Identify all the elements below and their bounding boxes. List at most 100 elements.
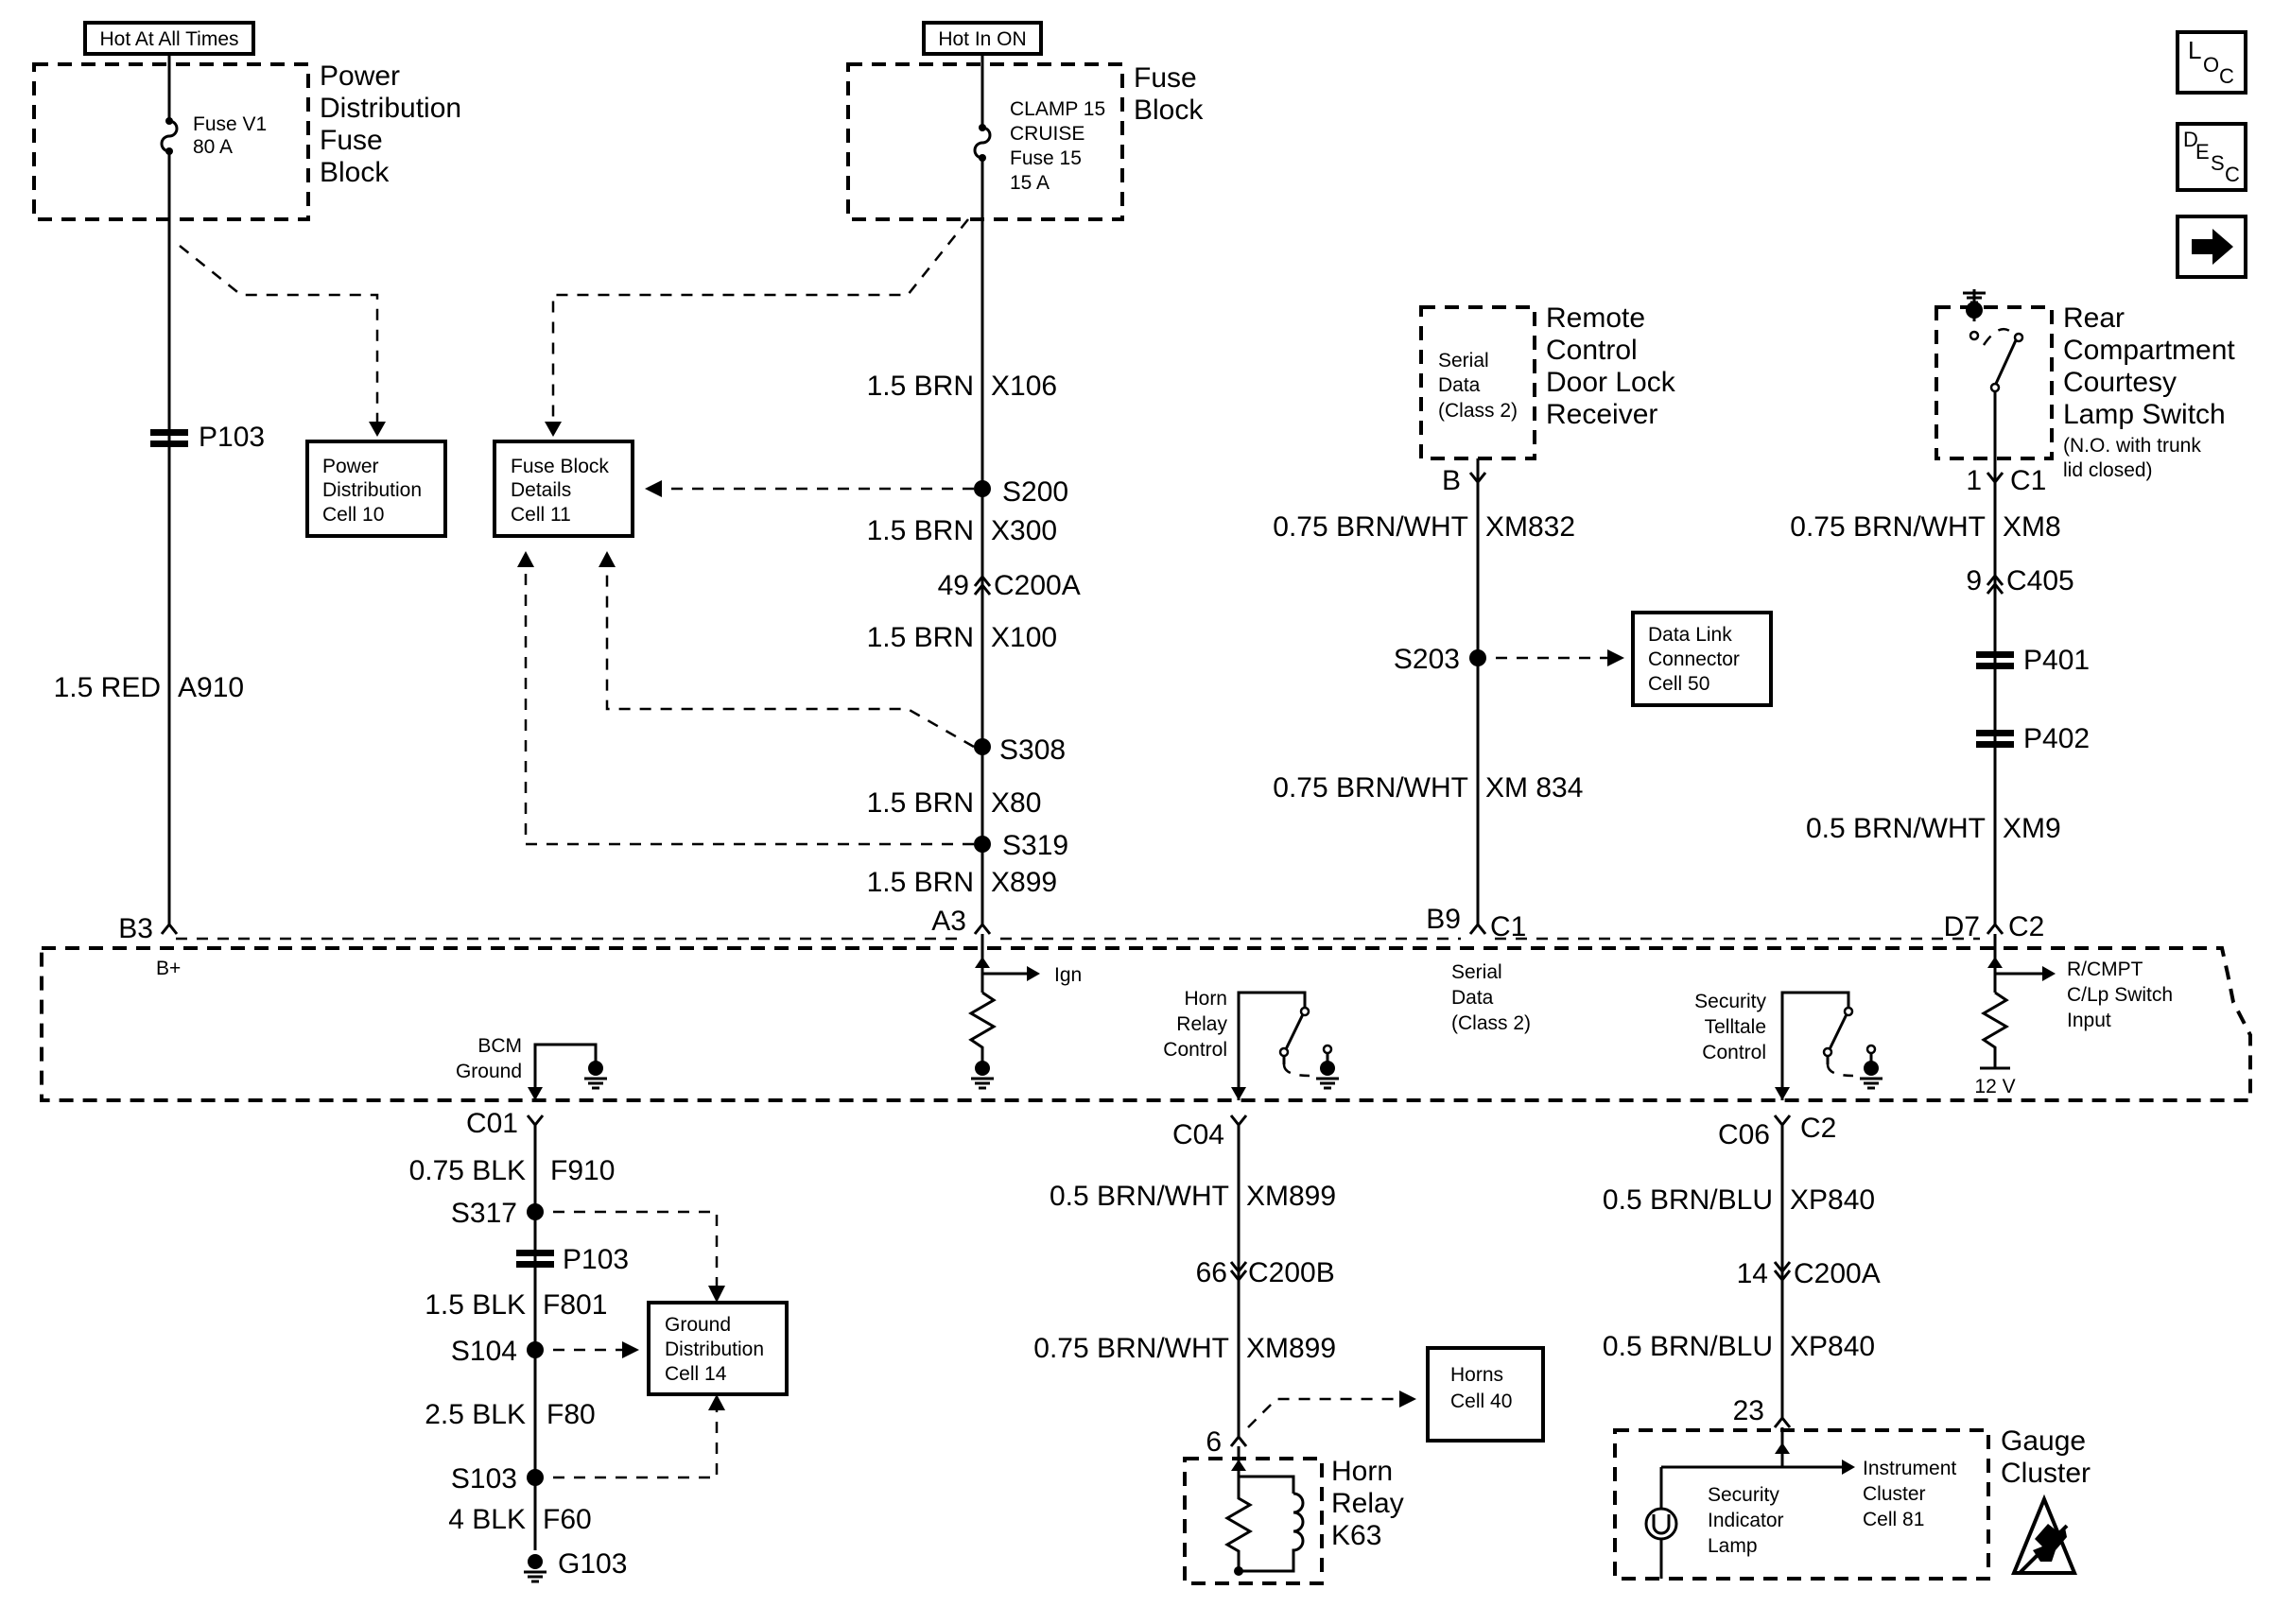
ign-ground-icon xyxy=(971,1061,994,1090)
svg-text:4 BLK: 4 BLK xyxy=(448,1504,526,1535)
svg-text:Fuse Block: Fuse Block xyxy=(511,456,609,477)
fuse-15-label: CLAMP 15 CRUISE Fuse 15 15 A xyxy=(1010,98,1105,194)
connector-c1: C1 xyxy=(1490,911,1526,942)
svg-text:C1: C1 xyxy=(2010,465,2046,496)
svg-text:2.5 BLK: 2.5 BLK xyxy=(425,1399,526,1430)
svg-text:XM899: XM899 xyxy=(1246,1181,1336,1212)
svg-text:0.5 BRN/WHT: 0.5 BRN/WHT xyxy=(1806,813,1986,844)
ground-distribution-cell-14[interactable] xyxy=(647,1301,789,1396)
svg-text:66: 66 xyxy=(1196,1257,1227,1288)
svg-text:C: C xyxy=(2219,64,2234,88)
svg-text:F910: F910 xyxy=(550,1155,615,1186)
splice-s319 xyxy=(974,836,991,853)
svg-text:X80: X80 xyxy=(991,787,1041,819)
svg-text:Courtesy: Courtesy xyxy=(2063,367,2177,398)
svg-text:Cluster: Cluster xyxy=(2001,1458,2091,1489)
svg-text:Cluster: Cluster xyxy=(1863,1483,1926,1505)
svg-text:E: E xyxy=(2195,140,2210,164)
svg-text:C200B: C200B xyxy=(1248,1257,1335,1288)
svg-text:D: D xyxy=(2183,128,2198,151)
fuse-v1-symbol xyxy=(160,64,179,153)
svg-text:Compartment: Compartment xyxy=(2063,335,2235,366)
rear-switch-label: Rear Compartment Courtesy Lamp Switch xyxy=(2063,302,2235,430)
hot-at-all-times-label: Hot At All Times xyxy=(99,28,238,50)
svg-text:Ground: Ground xyxy=(665,1314,731,1336)
horn-relay-coil xyxy=(1239,1492,1305,1573)
svg-text:1.5 BLK: 1.5 BLK xyxy=(425,1289,526,1321)
svg-text:Cell 11: Cell 11 xyxy=(511,504,571,526)
svg-text:F801: F801 xyxy=(543,1289,607,1321)
svg-text:Serial: Serial xyxy=(1438,350,1489,371)
svg-text:G103: G103 xyxy=(558,1548,627,1580)
svg-text:S203: S203 xyxy=(1394,644,1460,675)
splice-s308 xyxy=(974,738,991,755)
horn-relay-k63-label: Horn Relay K63 xyxy=(1331,1456,1404,1551)
svg-text:Rear: Rear xyxy=(2063,302,2125,334)
svg-text:XM832: XM832 xyxy=(1485,511,1575,543)
svg-text:F80: F80 xyxy=(547,1399,596,1430)
svg-text:9: 9 xyxy=(1966,565,1982,596)
horn-relay-k63 xyxy=(1183,1457,1324,1585)
svg-text:Relay: Relay xyxy=(1176,1013,1227,1035)
svg-text:S200: S200 xyxy=(1002,476,1068,508)
svg-text:49: 49 xyxy=(938,570,969,601)
svg-text:Input: Input xyxy=(2067,1010,2111,1031)
svg-text:23: 23 xyxy=(1733,1395,1764,1426)
svg-text:Details: Details xyxy=(511,479,571,501)
svg-text:XM 834: XM 834 xyxy=(1485,772,1583,803)
svg-text:S104: S104 xyxy=(451,1336,517,1367)
data-link-connector-cell-50[interactable] xyxy=(1631,611,1773,707)
svg-text:L: L xyxy=(2188,36,2201,64)
svg-text:O: O xyxy=(2203,53,2219,77)
loc-icon[interactable]: L O C xyxy=(2176,30,2247,95)
power-distribution-cell-10[interactable] xyxy=(305,440,447,538)
a910-id: A910 xyxy=(178,672,244,703)
a910-gauge: 1.5 RED xyxy=(54,672,161,703)
bcm-ground-label: BCM Ground xyxy=(456,1035,522,1082)
svg-text:Data Link: Data Link xyxy=(1648,624,1732,646)
svg-text:Cell 81: Cell 81 xyxy=(1863,1509,1924,1530)
p103-connector xyxy=(150,429,188,447)
svg-text:C: C xyxy=(2225,163,2240,186)
svg-text:S319: S319 xyxy=(1002,830,1068,861)
12v-label: 12 V xyxy=(1974,1076,2015,1097)
svg-text:S103: S103 xyxy=(451,1463,517,1494)
connector-c2-top: C2 xyxy=(2008,911,2044,942)
svg-text:1.5 BRN: 1.5 BRN xyxy=(867,622,974,653)
esd-warning-icon xyxy=(2011,1494,2077,1575)
svg-text:6: 6 xyxy=(1206,1426,1222,1458)
pin-b-receiver: B xyxy=(1442,465,1461,496)
svg-text:Serial: Serial xyxy=(1451,961,1502,983)
splice-s104 xyxy=(527,1341,544,1358)
svg-text:F60: F60 xyxy=(543,1504,592,1535)
svg-text:0.5 BRN/BLU: 0.5 BRN/BLU xyxy=(1603,1184,1773,1216)
svg-text:0.5 BRN/BLU: 0.5 BRN/BLU xyxy=(1603,1331,1773,1362)
fuse-block-details-cell-11[interactable] xyxy=(493,440,634,538)
svg-text:Distribution: Distribution xyxy=(665,1339,764,1360)
svg-text:Fuse 15: Fuse 15 xyxy=(1010,147,1082,169)
svg-text:Control: Control xyxy=(1702,1042,1766,1063)
svg-text:(Class 2): (Class 2) xyxy=(1451,1012,1531,1034)
arrow-right-icon[interactable] xyxy=(2176,215,2247,279)
splice-s103 xyxy=(527,1469,544,1486)
svg-text:Lamp: Lamp xyxy=(1708,1535,1758,1557)
r-cmpt-resistor xyxy=(1981,991,2009,1068)
horns-cell-40[interactable] xyxy=(1426,1346,1545,1443)
desc-icon[interactable]: D E S C xyxy=(2176,122,2247,192)
instrument-cluster-cell-81[interactable]: Instrument Cluster Cell 81 xyxy=(1863,1458,1956,1530)
pin-b3: B3 xyxy=(118,913,153,944)
svg-text:Distribution: Distribution xyxy=(320,93,461,124)
p103-ground-connector xyxy=(516,1250,554,1268)
svg-text:0.5 BRN/WHT: 0.5 BRN/WHT xyxy=(1050,1181,1229,1212)
svg-text:Gauge: Gauge xyxy=(2001,1425,2086,1457)
pin-b-plus: B+ xyxy=(156,958,181,979)
svg-text:Block: Block xyxy=(320,157,390,188)
svg-text:CLAMP 15: CLAMP 15 xyxy=(1010,98,1105,120)
svg-text:0.75 BRN/WHT: 0.75 BRN/WHT xyxy=(1033,1333,1229,1364)
gauge-cluster xyxy=(1613,1428,1990,1581)
svg-text:1.5 BRN: 1.5 BRN xyxy=(867,867,974,898)
security-telltale-ground-icon xyxy=(1860,1061,1883,1090)
svg-text:1: 1 xyxy=(1966,465,1982,496)
svg-text:Fuse: Fuse xyxy=(1134,62,1197,94)
